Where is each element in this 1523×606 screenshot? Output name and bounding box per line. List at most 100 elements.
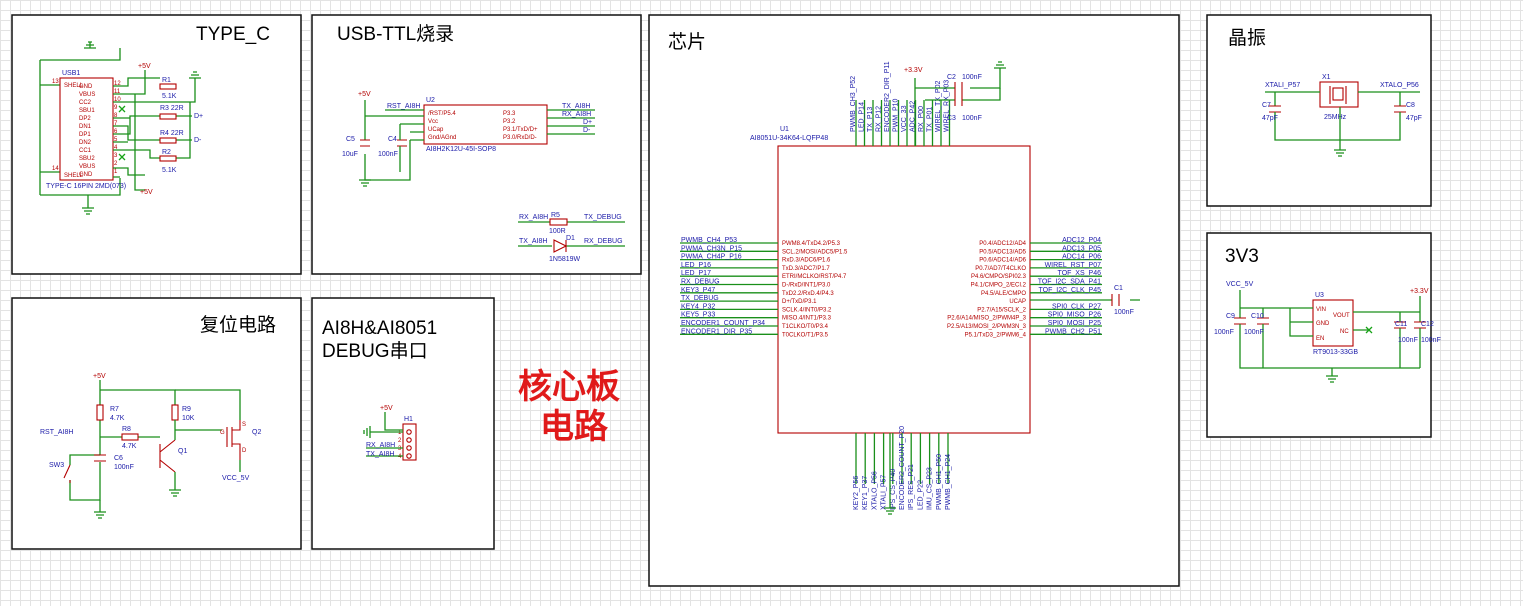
- headline-line1: 核心板: [518, 367, 620, 407]
- u1-net-left: PWMB_CH4_P53: [681, 237, 737, 244]
- typec-r3: R3 22R: [160, 105, 184, 112]
- crystal-circuit: X1 25MHz C7 47pF C8 47pF XTALI_P57 XTALO…: [1262, 74, 1422, 157]
- u3-v33: +3.3V: [1410, 288, 1429, 295]
- title-3v3: 3V3: [1225, 246, 1259, 267]
- h1-pin-num: 3: [398, 446, 402, 452]
- u1-ref: U1: [780, 126, 789, 133]
- x1-val: 25MHz: [1324, 114, 1347, 121]
- block-crystal: [1206, 14, 1432, 207]
- u1-net-right: TOF_XS_P46: [1058, 270, 1102, 277]
- reset-q2-s: S: [242, 422, 246, 428]
- u1-net-left: KEY3_P47: [681, 287, 715, 294]
- u2-net-tx2: TX_AI8H: [519, 238, 547, 245]
- usb1-pin-label: DP2: [79, 116, 91, 122]
- u1-net-bottom: XTALI_P57: [881, 475, 888, 510]
- u3-c12-val: 100nF: [1421, 337, 1441, 344]
- u2-net-rx: RX_AI8H: [562, 111, 591, 118]
- u1-pin-right: P4.6/CMPO/SPI02.3: [971, 274, 1027, 280]
- reset-c6: C6: [114, 455, 123, 462]
- typec-r1-val: 5.1K: [162, 93, 177, 100]
- block-type-c: [11, 14, 302, 275]
- x1-c8-val: 47pF: [1406, 115, 1422, 122]
- u2-r5: R5: [551, 212, 560, 219]
- u1-c2: C2: [947, 74, 956, 81]
- typec-r2: R2: [162, 149, 171, 156]
- u1-net-top: WIREL_TX_P02: [935, 81, 942, 132]
- u2-d1: D1: [566, 235, 575, 242]
- u1-net-left: RX_DEBUG: [681, 279, 720, 286]
- u1-pin-right: P2.7/A15/SCLK_2: [977, 307, 1026, 313]
- u2-net-txdbg: TX_DEBUG: [584, 214, 622, 221]
- u1-net-top: RX_P12: [876, 106, 883, 132]
- u1-pin-right: P4.1/CMPO_2/ECI.2: [971, 283, 1027, 289]
- u2-vcc: +5V: [358, 91, 371, 98]
- u3-part: RT9013-33GB: [1313, 349, 1358, 356]
- usb1-pin-label: SBU1: [79, 108, 95, 114]
- u1-pin-right: P0.6/ADC14/AD6: [979, 258, 1026, 264]
- x1-c7: C7: [1262, 102, 1271, 109]
- u2-r5-val: 100R: [549, 228, 566, 235]
- h1-net-rx: RX_AI8H: [366, 442, 395, 449]
- reset-q2-g: G: [220, 430, 225, 436]
- usb1-pin-num: 2: [114, 161, 118, 167]
- u1-net-bottom: ENCODER2_COUNT_P20: [899, 426, 906, 510]
- u2-part: AI8H2K12U-45I-SOP8: [426, 146, 496, 153]
- u2-pin-left: Gnd/AGnd: [428, 135, 456, 141]
- u3-c12: C12: [1421, 321, 1434, 328]
- usb1-pin-label: GND: [79, 172, 93, 178]
- u1-net-bottom: PWMB_CH1_P50: [936, 454, 943, 510]
- reset-net-rst: RST_AI8H: [40, 429, 73, 436]
- reset-q2-d: D: [242, 448, 247, 454]
- u1-pin-left: MISO.4/INT1/P3.3: [782, 316, 832, 322]
- u1-c1: C1: [1114, 285, 1123, 292]
- reset-r7-val: 4.7K: [110, 415, 125, 422]
- u1-net-bottom: LED_P22: [917, 480, 924, 510]
- u1-c3: C3: [947, 115, 956, 122]
- typec-vcc-top: +5V: [138, 63, 151, 70]
- usb1-pin-num: 5: [114, 137, 118, 143]
- u2-c4: C4: [388, 136, 397, 143]
- u1-v33: +3.3V: [904, 67, 923, 74]
- mcu-circuit: U1 AI8051U-34K64-LQFP48 PWM8.4/TxD4.2/P5…: [680, 61, 1140, 515]
- u1-pin-right: UCAP: [1009, 299, 1026, 305]
- typec-net-dn: D-: [194, 137, 202, 144]
- u3-c9: C9: [1226, 313, 1235, 320]
- typec-net-dp: D+: [194, 113, 203, 120]
- title-chip: 芯片: [668, 31, 706, 53]
- u1-net-right: WIREL_RST_P07: [1045, 262, 1102, 269]
- block-reset: [11, 297, 302, 550]
- u2-pin-right: P3.2: [503, 119, 516, 125]
- u1-net-right: SPI0_MISO_P26: [1048, 312, 1101, 319]
- title-debug-line1: AI8H&AI8051: [322, 318, 437, 339]
- reset-r8-val: 4.7K: [122, 443, 137, 450]
- usb1-pin-label: DN2: [79, 140, 92, 146]
- u3-ref: U3: [1315, 292, 1324, 299]
- usb1-pin-label: DN1: [79, 124, 92, 130]
- u1-net-right: SPI0_CLK_P27: [1052, 303, 1101, 310]
- u1-pin-right: P5.1/TxD3_2/PWM6_4: [965, 332, 1027, 338]
- usb1-pin-label: DP1: [79, 132, 91, 138]
- u3-nc: NC: [1340, 329, 1349, 335]
- usb1-shell-a: SHELL: [64, 83, 84, 89]
- usb1-shell-b: SHELL: [64, 173, 84, 179]
- u2-c5: C5: [346, 136, 355, 143]
- u1-net-right: SPI0_MOSI_P25: [1048, 320, 1101, 327]
- title-debug-line2: DEBUG串口: [322, 340, 428, 362]
- u1-net-left: PWMA_CH4P_P16: [681, 254, 742, 261]
- u2-net-dn: D-: [583, 127, 591, 134]
- u1-pin-left: T1CLKO/T0/P3.4: [782, 324, 829, 330]
- x1-c7-val: 47pF: [1262, 115, 1278, 122]
- u1-net-top: TX_P13: [867, 107, 874, 132]
- h1-pin-dot: [406, 453, 412, 459]
- u1-net-left: PWMA_CH3N_P15: [681, 245, 742, 252]
- usb1-pin-label: SBU2: [79, 156, 95, 162]
- u1-pin-right: P0.4/ADC12/AD4: [979, 241, 1026, 247]
- h1-vcc: +5V: [380, 405, 393, 412]
- h1-pin-dot: [406, 445, 412, 451]
- u3-vin: VIN: [1316, 307, 1326, 313]
- x1-c8: C8: [1406, 102, 1415, 109]
- u3-c11: C11: [1395, 321, 1407, 328]
- u3-c11-val: 100nF: [1398, 337, 1418, 344]
- u1-c3-val: 100nF: [962, 115, 982, 122]
- u2-pin-right: P3.3: [503, 111, 516, 117]
